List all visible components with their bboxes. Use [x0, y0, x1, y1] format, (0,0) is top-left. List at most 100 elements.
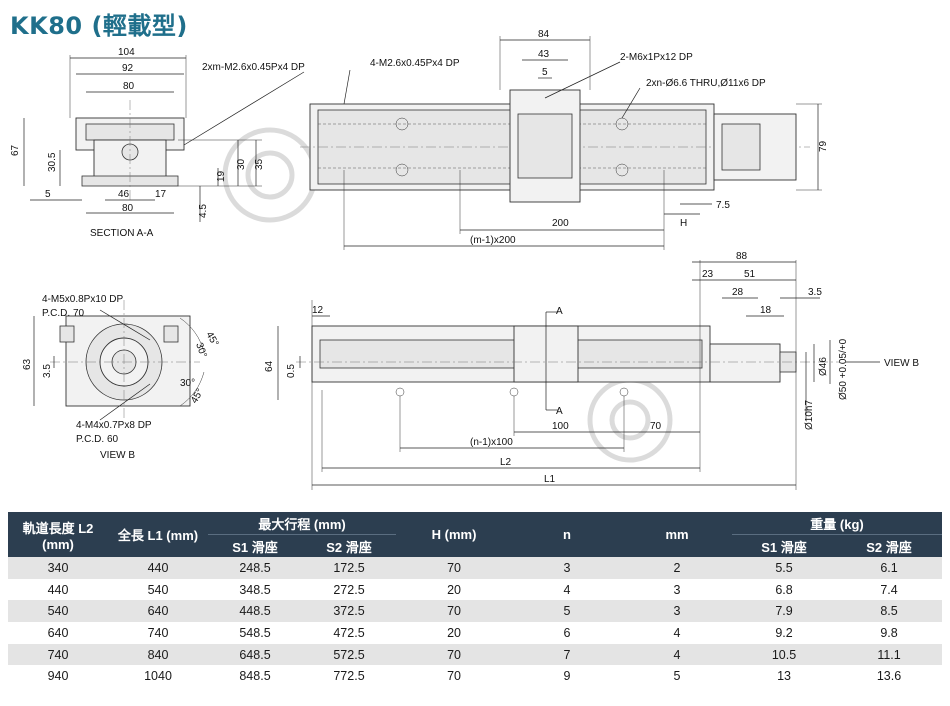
table-cell: 6.8 — [732, 578, 837, 601]
technical-drawing: 104 92 80 67 30.5 5 46 17 80 19 30 35 4.… — [10, 29, 919, 490]
header-h: H (mm) — [396, 512, 513, 557]
dim-100: 100 — [552, 421, 569, 432]
dim-30-5: 30.5 — [47, 152, 58, 172]
dim-70: 70 — [650, 421, 662, 432]
dim-19: 19 — [216, 170, 227, 182]
dim-30: 30 — [236, 158, 247, 170]
dim-dia-46: Ø46 — [818, 357, 829, 376]
dim-dia-10h7: Ø10h7 — [804, 400, 815, 430]
table-subheader-row: S1 滑座 S2 滑座 S1 滑座 S2 滑座 — [8, 534, 943, 557]
table-cell: 70 — [396, 665, 513, 688]
dim-n-1-x100: (n-1)x100 — [470, 437, 513, 448]
table-cell: 5 — [622, 665, 733, 688]
header-weight: 重量 (kg) — [732, 512, 943, 535]
table-cell: 172.5 — [302, 557, 397, 579]
dim-80-top: 80 — [123, 81, 135, 92]
dim-28: 28 — [732, 287, 744, 298]
table-cell: 7.4 — [836, 578, 943, 601]
table-cell: 648.5 — [208, 643, 302, 666]
header-weight-s2: S2 滑座 — [836, 534, 943, 557]
dim-46: 46 — [118, 189, 130, 200]
dim-l1: L1 — [544, 474, 556, 485]
table-cell: 4 — [512, 578, 623, 601]
dim-12: 12 — [312, 305, 324, 316]
callout-2xm-m2-6: 2xm-M2.6x0.45Px4 DP — [202, 62, 305, 73]
dim-7-5: 7.5 — [716, 200, 730, 211]
dim-35: 35 — [254, 158, 265, 170]
header-stroke-s1: S1 滑座 — [208, 534, 302, 557]
dim-23: 23 — [702, 269, 714, 280]
header-mm: mm — [622, 512, 733, 557]
table-cell: 3 — [622, 578, 733, 601]
dim-3-5-end: 3.5 — [42, 364, 53, 378]
table-cell: 9 — [512, 665, 623, 688]
dim-l2: L2 — [500, 457, 512, 468]
header-stroke-s2: S2 滑座 — [302, 534, 397, 557]
table-cell: 940 — [8, 665, 108, 688]
section-mark-a-bottom: A — [556, 406, 563, 417]
table-cell: 7.9 — [732, 600, 837, 623]
side-view — [277, 260, 880, 490]
section-aa-view — [23, 55, 305, 222]
callout-4-m4: 4-M4x0.7Px8 DP — [76, 420, 152, 431]
dim-5-top: 5 — [542, 67, 548, 78]
dim-dia-50: Ø50 +0.05/+0 — [838, 338, 849, 400]
table-cell: 2 — [622, 557, 733, 579]
end-view-b — [33, 300, 205, 421]
table-cell: 3 — [622, 600, 733, 623]
table-cell: 740 — [108, 622, 208, 644]
table-cell: 3 — [512, 557, 623, 579]
table-cell: 4 — [622, 622, 733, 644]
table-cell: 772.5 — [302, 665, 397, 688]
table-cell: 540 — [108, 578, 208, 601]
table-cell: 4 — [622, 643, 733, 666]
dim-4-5: 4.5 — [198, 204, 209, 218]
table-cell: 1040 — [108, 665, 208, 688]
header-max-stroke: 最大行程 (mm) — [208, 512, 397, 535]
table-cell: 272.5 — [302, 578, 397, 601]
dim-88: 88 — [736, 251, 748, 262]
table-cell: 840 — [108, 643, 208, 666]
dim-0-5: 0.5 — [286, 364, 297, 378]
table-cell: 70 — [396, 557, 513, 579]
view-b-caption: VIEW B — [100, 450, 135, 461]
callout-2-m6: 2-M6x1Px12 DP — [620, 52, 693, 63]
section-mark-a-top: A — [556, 306, 563, 317]
view-b-arrow-label: VIEW B — [884, 358, 919, 369]
dim-67: 67 — [10, 144, 21, 156]
top-view — [300, 36, 822, 250]
angle-45-bottom: 45° — [189, 387, 206, 406]
dim-18: 18 — [760, 305, 772, 316]
dim-79: 79 — [818, 140, 829, 152]
dim-43: 43 — [538, 49, 550, 60]
table-cell: 20 — [396, 622, 513, 644]
table-cell: 5 — [512, 600, 623, 623]
table-cell: 248.5 — [208, 557, 302, 579]
table-cell: 372.5 — [302, 600, 397, 623]
header-n: n — [512, 512, 623, 557]
callout-2xn-thru: 2xn-Ø6.6 THRU,Ø11x6 DP — [646, 78, 766, 89]
angle-30-top: 30° — [193, 341, 209, 359]
table-cell: 13.6 — [836, 665, 943, 688]
table-cell: 10.5 — [732, 643, 837, 666]
table-cell: 6.1 — [836, 557, 943, 579]
table-cell: 11.1 — [836, 643, 943, 666]
dim-92: 92 — [122, 63, 134, 74]
dim-17: 17 — [155, 189, 167, 200]
dim-64: 64 — [264, 360, 275, 372]
table-cell: 20 — [396, 578, 513, 601]
table-cell: 70 — [396, 643, 513, 666]
dim-5: 5 — [45, 189, 51, 200]
table-cell: 448.5 — [208, 600, 302, 623]
table-cell: 348.5 — [208, 578, 302, 601]
table-header-row: 軌道長度 L2 (mm) 全長 L1 (mm) 最大行程 (mm) H (mm)… — [8, 512, 943, 557]
table-cell: 440 — [8, 578, 108, 601]
table-cell: 472.5 — [302, 622, 397, 644]
header-weight-s1: S1 滑座 — [732, 534, 837, 557]
table-cell: 640 — [108, 600, 208, 623]
table-cell: 70 — [396, 600, 513, 623]
table-cell: 572.5 — [302, 643, 397, 666]
